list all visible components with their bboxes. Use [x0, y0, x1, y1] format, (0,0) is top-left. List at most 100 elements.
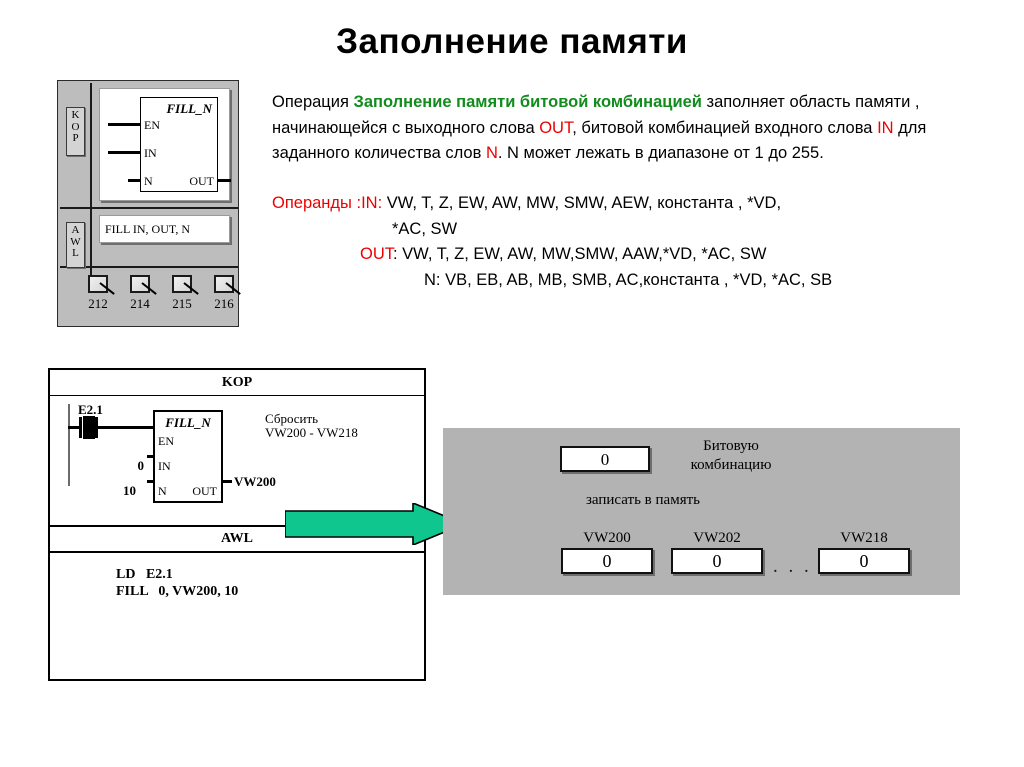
memory-cell-name: VW202 — [693, 530, 741, 546]
pin-in-label: IN — [144, 146, 157, 160]
desc-part-4: для заданного количества слов — [272, 118, 927, 163]
desc-part-1: Операция — [272, 93, 354, 111]
operands-line-out: OUT: VW, T, Z, EW, AW, MW,SMW, AAW,*VD, … — [272, 242, 952, 268]
pin-out-label: OUT — [189, 174, 214, 188]
contact-wire-left — [68, 426, 80, 429]
check-slash-icon — [225, 282, 241, 295]
program-example-frame: KOP E2.1 FILL_N EN IN N OUT 0 10 VW200 С… — [48, 368, 426, 681]
memory-cell-value: 0 — [671, 548, 763, 574]
pin-en-label: EN — [158, 434, 174, 448]
memory-cell-name: VW218 — [840, 530, 888, 546]
pin-out-label: OUT — [192, 484, 217, 498]
cpu-label-212: 212 — [88, 296, 108, 311]
memory-ellipsis: . . . — [773, 556, 812, 577]
pin-in-label: IN — [158, 459, 171, 473]
panel-divider-horizontal-1 — [60, 207, 238, 209]
section-header-kop: KOP — [221, 375, 253, 390]
power-rail — [68, 404, 70, 486]
cpu-option-216[interactable]: 216 — [204, 275, 244, 312]
awl-code-listing: LD E2.1 FILL 0, VW200, 10 — [116, 567, 239, 599]
panel-divider-vertical — [90, 83, 92, 287]
memory-cell-value: 0 — [818, 548, 910, 574]
rung-comment: Сбросить VW200 - VW218 — [265, 412, 358, 440]
write-to-memory-label: записать в память — [585, 492, 700, 508]
operands-in-key: IN: — [361, 194, 383, 212]
divider-under-kop-header — [50, 395, 424, 396]
page-title: Заполнение памяти — [336, 22, 688, 61]
out-operand-value: VW200 — [234, 474, 276, 489]
pin-en-label: EN — [144, 118, 160, 132]
operands-out-key: OUT — [360, 245, 393, 263]
n-operand-value: 10 — [123, 483, 136, 498]
contact-symbol-icon — [83, 416, 95, 439]
block-title: FILL_N — [165, 415, 211, 430]
memory-illustration-panel: 0 Битовую комбинацию записать в память V… — [443, 428, 960, 595]
memory-cell-value: 0 — [561, 548, 653, 574]
desc-n-token: N — [485, 144, 498, 162]
desc-operation-name: Заполнение памяти битовой комбинацией — [353, 93, 702, 111]
kop-preview-area: FILL_N EN IN N OUT — [99, 88, 231, 201]
checkbox-212[interactable] — [88, 275, 115, 295]
desc-part-5: . N может лежать в диапазоне от 1 до 255… — [497, 144, 824, 162]
check-slash-icon — [183, 282, 199, 295]
desc-in-token: IN — [877, 118, 894, 137]
operands-block: Операнды :IN: VW, T, Z, EW, AW, MW, SMW,… — [272, 191, 952, 293]
contact-bar-right — [95, 417, 98, 438]
cpu-label-216: 216 — [214, 296, 234, 311]
wire-en — [108, 123, 142, 126]
pin-tick-in — [147, 455, 154, 458]
operands-in-values: VW, T, Z, EW, AW, MW, SMW, AEW, констант… — [382, 194, 782, 212]
cpu-option-212[interactable]: 212 — [78, 275, 118, 312]
cpu-option-214[interactable]: 214 — [120, 275, 160, 312]
in-operand-value: 0 — [137, 458, 145, 473]
checkbox-215[interactable] — [172, 275, 199, 295]
desc-out-token: OUT — [539, 118, 573, 137]
section-header-awl: AWL — [221, 531, 253, 546]
pin-tick-n — [147, 480, 154, 483]
fill-n-block-preview: FILL_N EN IN N OUT — [140, 97, 218, 192]
block-title: FILL_N — [166, 101, 213, 116]
panel-divider-horizontal-2 — [60, 266, 238, 268]
desc-part-2: заполняет область памяти , начинающейся … — [272, 93, 920, 137]
wire-out — [218, 179, 231, 182]
checkbox-216[interactable] — [214, 275, 241, 295]
cpu-label-214: 214 — [130, 296, 150, 311]
awl-preview-area: FILL IN, OUT, N — [99, 215, 230, 243]
operands-out-values: : VW, T, Z, EW, AW, MW,SMW, AAW,*VD, *AC… — [393, 245, 767, 263]
cpu-option-215[interactable]: 215 — [162, 275, 202, 312]
flow-arrow-icon — [285, 503, 465, 545]
pin-n-label: N — [144, 174, 153, 188]
check-slash-icon — [141, 282, 157, 295]
rung-comment-line-1: Сбросить — [265, 411, 319, 426]
memory-cell-vw200: VW200 0 — [561, 530, 653, 574]
contact-wire-right — [98, 426, 153, 429]
operands-label: Операнды : — [272, 194, 362, 212]
rung-comment-line-2: VW200 - VW218 — [265, 425, 358, 440]
checkbox-214[interactable] — [130, 275, 157, 295]
bit-pattern-label-line-2: комбинацию — [690, 457, 772, 473]
check-slash-icon — [99, 282, 115, 295]
bit-pattern-label: Битовую комбинацию — [671, 437, 791, 475]
divider-under-awl-header — [50, 551, 424, 553]
awl-instruction-text: FILL IN, OUT, N — [105, 222, 190, 236]
contact-address-label: E2.1 — [78, 402, 103, 417]
bit-pattern-value-box: 0 — [560, 446, 650, 472]
desc-part-3: , битовой комбинацией входного слова — [572, 118, 878, 137]
operands-line-in-cont: *AC, SW — [392, 219, 458, 238]
description-paragraph: Операция Заполнение памяти битовой комби… — [272, 90, 932, 167]
memory-cell-vw218: VW218 0 — [818, 530, 910, 574]
pin-n-label: N — [158, 484, 167, 498]
operands-line-in: Операнды :IN: VW, T, Z, EW, AW, MW, SMW,… — [272, 191, 952, 217]
wire-n — [128, 179, 142, 182]
wire-in — [108, 151, 142, 154]
bit-pattern-label-line-1: Битовую — [703, 438, 759, 454]
cpu-label-215: 215 — [172, 296, 192, 311]
pin-tick-out — [223, 480, 232, 483]
fill-n-block: FILL_N EN IN N OUT — [153, 410, 223, 503]
contact-bar-left — [79, 417, 82, 438]
cpu-selector-row: 212 214 215 216 — [58, 271, 241, 326]
operands-line-n: N: VB, EB, AB, MB, SMB, AC,константа , *… — [424, 270, 833, 289]
